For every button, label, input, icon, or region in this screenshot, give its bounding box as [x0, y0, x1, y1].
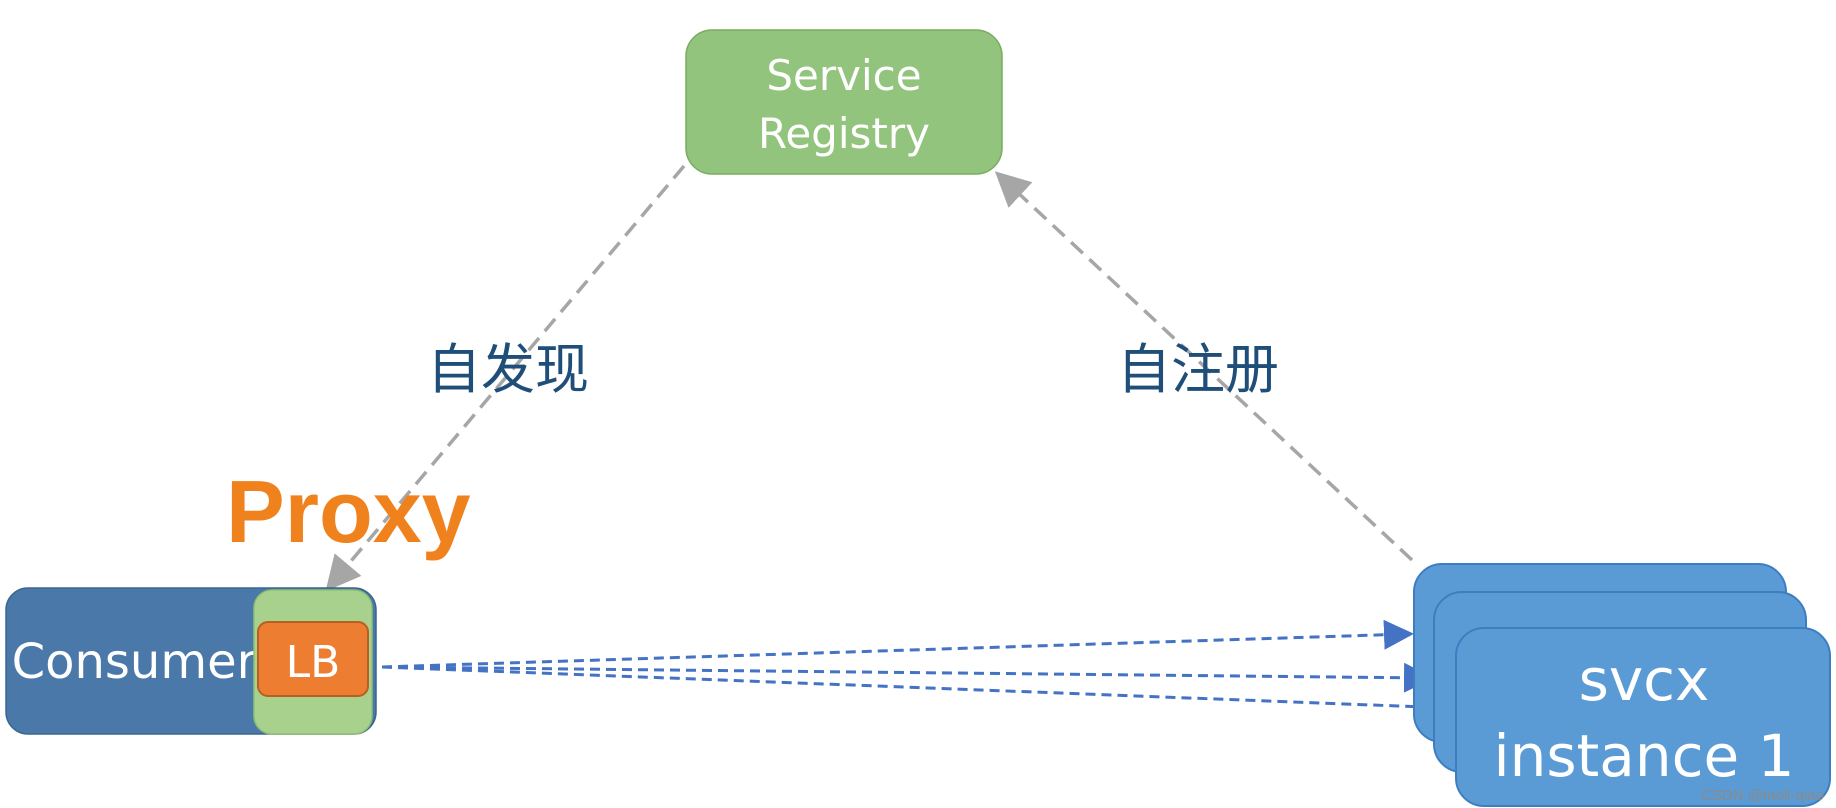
proxy-label: Proxy — [226, 462, 471, 561]
request-arrow-1 — [381, 619, 1414, 669]
registration-label: 自注册 — [1117, 338, 1279, 401]
discovery-label: 自发现 — [427, 338, 589, 401]
request-arrow-2 — [381, 662, 1434, 693]
service-instance-stack: svcx instance 1 — [1413, 563, 1831, 807]
service-registry-node: Service Registry — [685, 29, 1003, 175]
request-arrow-3 — [381, 665, 1456, 723]
service-instance-label-line2: instance 1 — [1493, 722, 1794, 790]
service-registry-label-line1: Service — [766, 51, 921, 100]
consumer-label: Consumer — [12, 634, 257, 690]
lb-proxy-node: LB — [253, 589, 373, 735]
lb-box — [257, 621, 369, 697]
service-instance-front — [1455, 627, 1831, 807]
service-registry-label-line2: Registry — [758, 109, 930, 158]
lb-label: LB — [286, 637, 341, 688]
watermark: CSDN @taoli-qiao — [1701, 787, 1824, 804]
registration-arrow — [994, 171, 1414, 562]
discovery-arrow — [325, 164, 686, 592]
service-instance-label-line1: svcx — [1579, 646, 1710, 714]
